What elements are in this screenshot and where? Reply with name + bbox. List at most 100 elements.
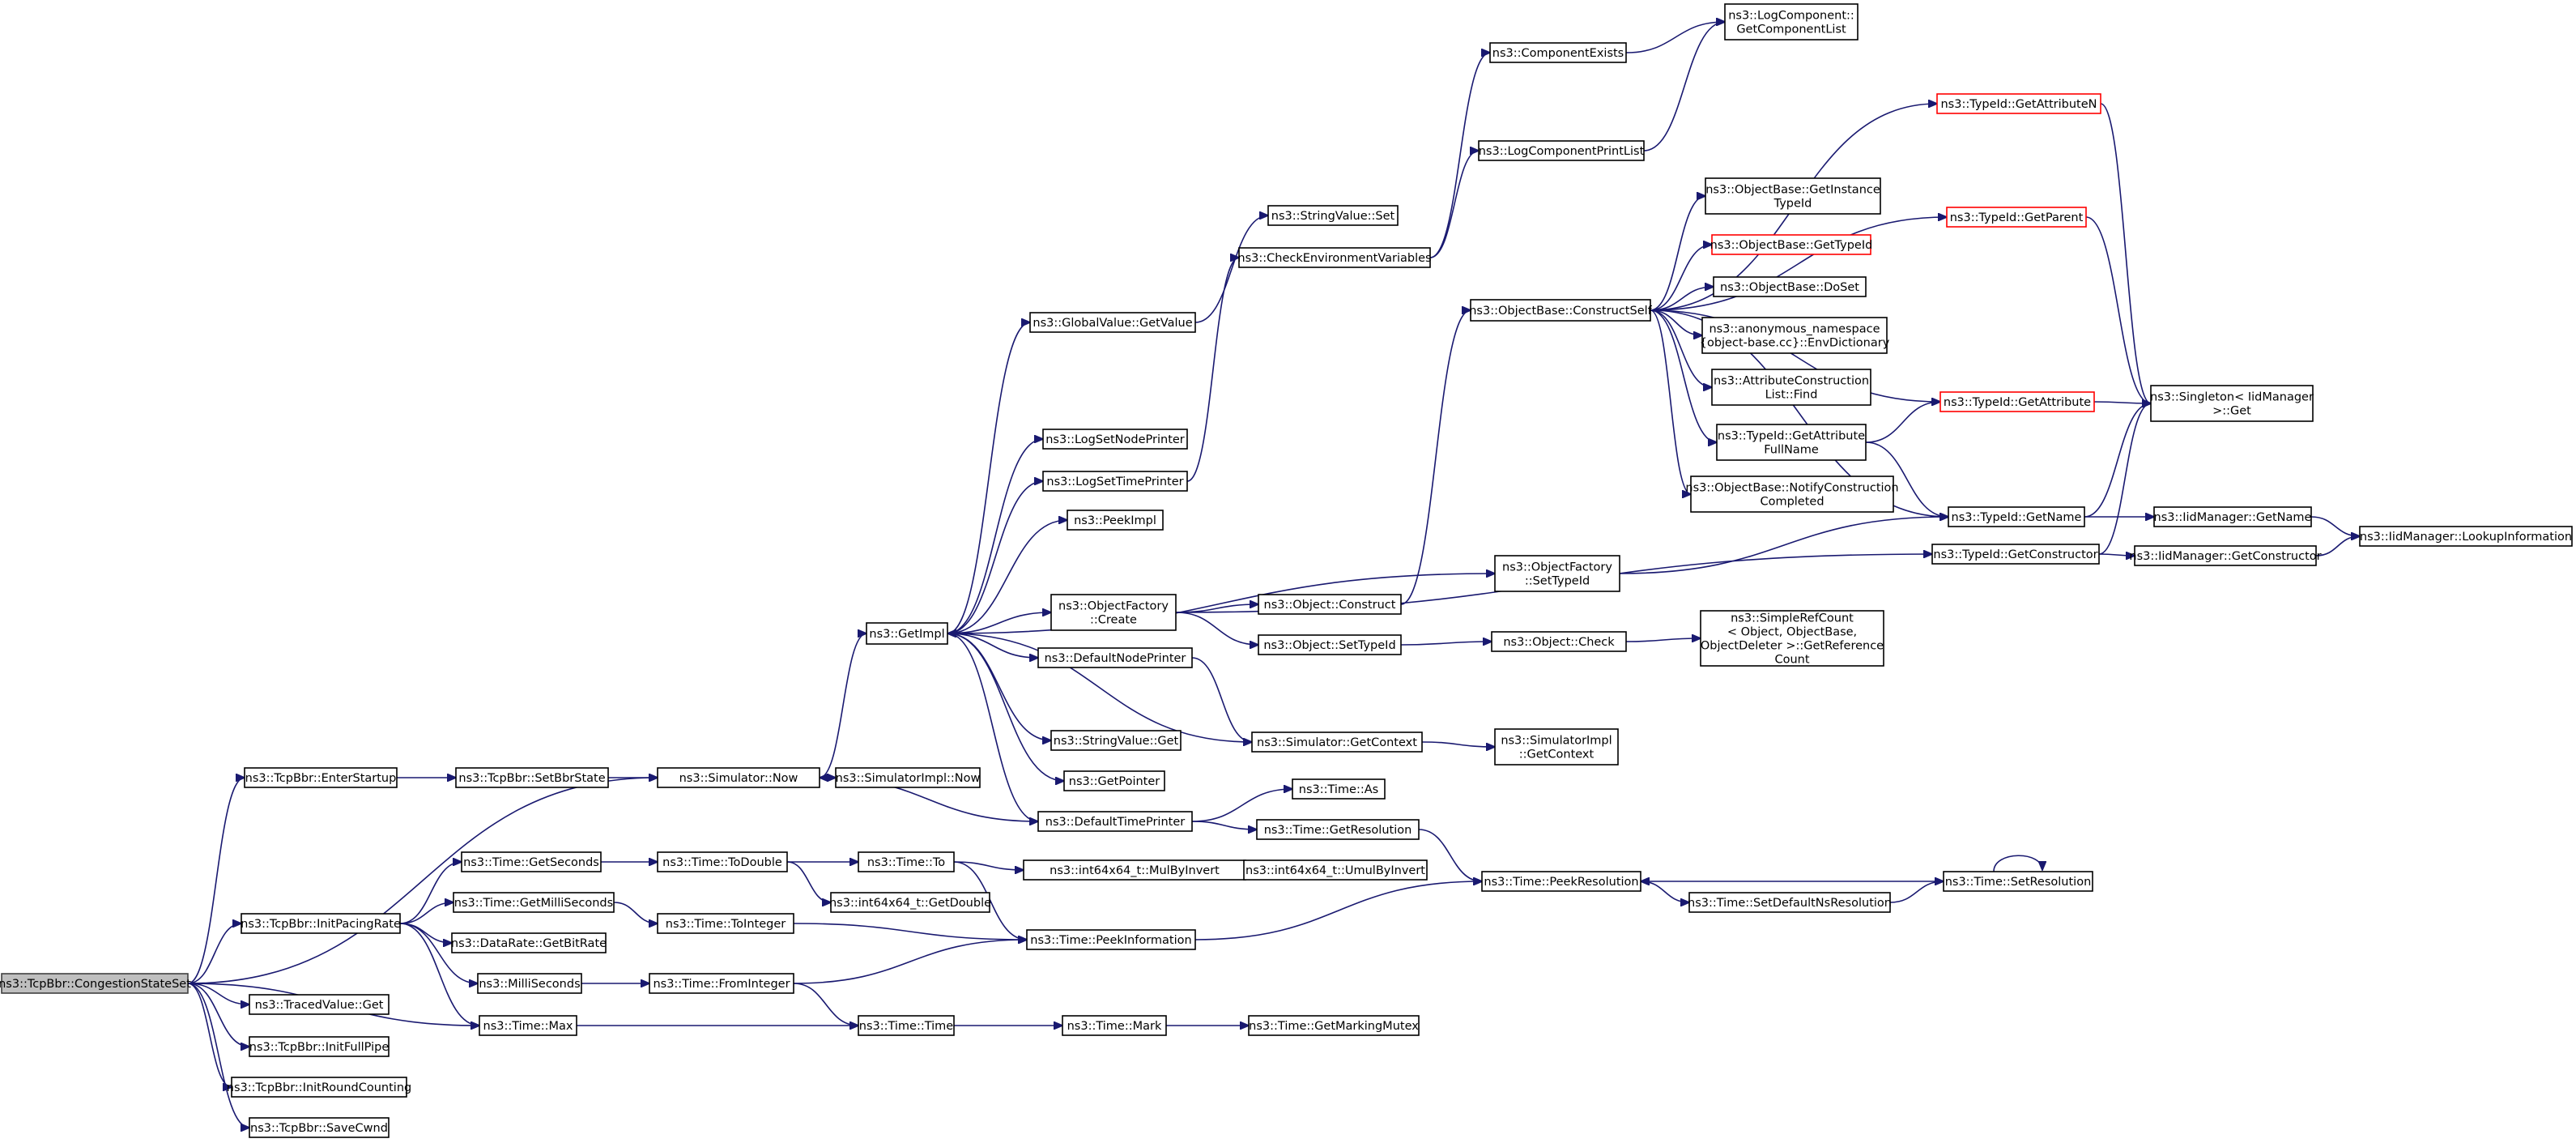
node-box xyxy=(1948,506,2085,527)
node-log-set-node-printer[interactable]: ns3::LogSetNodePrinter xyxy=(1042,429,1188,450)
node-get-pointer[interactable]: ns3::GetPointer xyxy=(1063,770,1165,791)
edge-time-set-default-ns-resolution-to-time-set-resolution xyxy=(1889,881,1944,903)
edge-log-component-print-list-to-log-component-get-list xyxy=(1643,22,1725,151)
node-mul-by-invert[interactable]: ns3::int64x64_t::MulByInvert xyxy=(1023,859,1246,881)
node-object-factory-set-type-id[interactable]: ns3::ObjectFactory::SetTypeId xyxy=(1494,555,1620,592)
node-label: ns3::SimpleRefCount xyxy=(1731,612,1854,625)
edge-time-peek-information-to-time-peek-resolution xyxy=(1194,881,1482,940)
node-iid-get-name[interactable]: ns3::IidManager::GetName xyxy=(2153,506,2312,527)
node-init-full-pipe[interactable]: ns3::TcpBbr::InitFullPipe xyxy=(249,1036,390,1057)
node-time-get-milli-seconds[interactable]: ns3::Time::GetMilliSeconds xyxy=(453,892,615,913)
node-component-exists[interactable]: ns3::ComponentExists xyxy=(1489,42,1627,63)
node-box xyxy=(1711,234,1871,255)
node-time-to[interactable]: ns3::Time::To xyxy=(858,851,955,872)
node-label: ns3::AttributeConstruction xyxy=(1714,375,1869,388)
node-enter-startup[interactable]: ns3::TcpBbr::EnterStartup xyxy=(244,767,398,788)
node-type-id-get-attribute-n[interactable]: ns3::TypeId::GetAttributeN xyxy=(1936,93,2101,114)
node-time-from-integer[interactable]: ns3::Time::FromInteger xyxy=(649,973,794,994)
node-sim-now[interactable]: ns3::Simulator::Now xyxy=(657,767,820,788)
node-singleton-get[interactable]: ns3::Singleton< IidManager>::Get xyxy=(2150,385,2314,422)
node-object-base-notify[interactable]: ns3::ObjectBase::NotifyConstructionCompl… xyxy=(1685,476,1899,513)
node-box xyxy=(453,892,615,913)
node-label: ns3::Object::Construct xyxy=(1264,599,1396,612)
node-type-id-get-attribute[interactable]: ns3::TypeId::GetAttribute xyxy=(1939,391,2095,412)
edge-object-base-construct-self-to-type-id-get-attribute xyxy=(1650,309,1940,402)
node-label: ns3::int64x64_t::GetDouble xyxy=(829,897,991,910)
node-label: ns3::Simulator::Now xyxy=(679,772,798,785)
node-object-factory-create[interactable]: ns3::ObjectFactory::Create xyxy=(1050,594,1177,631)
node-iid-get-constructor[interactable]: ns3::IidManager::GetConstructor xyxy=(2129,545,2322,566)
node-log-component-print-list[interactable]: ns3::LogComponentPrintList xyxy=(1478,140,1645,161)
node-init-pacing-rate[interactable]: ns3::TcpBbr::InitPacingRate xyxy=(241,913,401,934)
node-default-time-printer[interactable]: ns3::DefaultTimePrinter xyxy=(1037,811,1193,832)
node-milli-seconds[interactable]: ns3::MilliSeconds xyxy=(477,973,582,994)
node-default-node-printer[interactable]: ns3::DefaultNodePrinter xyxy=(1037,647,1193,668)
node-type-id-get-constructor[interactable]: ns3::TypeId::GetConstructor xyxy=(1931,544,2100,565)
node-sim-impl-get-context[interactable]: ns3::SimulatorImpl::GetContext xyxy=(1494,728,1619,766)
node-object-construct[interactable]: ns3::Object::Construct xyxy=(1258,594,1402,615)
node-time-to-integer[interactable]: ns3::Time::ToInteger xyxy=(657,913,794,934)
node-peek-impl[interactable]: ns3::PeekImpl xyxy=(1067,510,1164,531)
node-env-dictionary[interactable]: ns3::anonymous_namespace{object-base.cc}… xyxy=(1700,317,1890,354)
node-type-id-get-name[interactable]: ns3::TypeId::GetName xyxy=(1948,506,2085,527)
node-time-set-resolution[interactable]: ns3::Time::SetResolution xyxy=(1943,871,2093,892)
node-type-id-get-parent[interactable]: ns3::TypeId::GetParent xyxy=(1946,207,2087,228)
node-string-value-get[interactable]: ns3::StringValue::Get xyxy=(1050,730,1182,751)
node-init-round-counting[interactable]: ns3::TcpBbr::InitRoundCounting xyxy=(227,1077,411,1098)
node-string-value-set[interactable]: ns3::StringValue::Set xyxy=(1267,205,1399,226)
node-time-get-seconds[interactable]: ns3::Time::GetSeconds xyxy=(461,851,602,872)
node-simple-ref-count[interactable]: ns3::SimpleRefCount< Object, ObjectBase,… xyxy=(1700,610,1884,667)
node-box xyxy=(1267,205,1399,226)
node-time-set-default-ns-resolution[interactable]: ns3::Time::SetDefaultNsResolution xyxy=(1688,892,1892,913)
node-label: ns3::GetImpl xyxy=(869,628,944,641)
node-time-get-resolution[interactable]: ns3::Time::GetResolution xyxy=(1256,819,1420,840)
node-time-as[interactable]: ns3::Time::As xyxy=(1292,778,1386,800)
node-box xyxy=(858,851,955,872)
node-object-check[interactable]: ns3::Object::Check xyxy=(1491,631,1627,652)
node-box xyxy=(1258,634,1402,655)
node-time-get-marking-mutex[interactable]: ns3::Time::GetMarkingMutex xyxy=(1248,1015,1420,1036)
node-time-peek-resolution[interactable]: ns3::Time::PeekResolution xyxy=(1481,871,1641,892)
node-object-set-type-id[interactable]: ns3::Object::SetTypeId xyxy=(1258,634,1402,655)
node-sim-impl-now[interactable]: ns3::SimulatorImpl::Now xyxy=(835,767,981,788)
node-object-base-construct-self[interactable]: ns3::ObjectBase::ConstructSelf xyxy=(1469,299,1653,322)
node-set-bbr-state[interactable]: ns3::TcpBbr::SetBbrState xyxy=(455,767,609,788)
node-umul-by-invert[interactable]: ns3::int64x64_t::UmulByInvert xyxy=(1243,859,1428,881)
node-label: ns3::TypeId::GetConstructor xyxy=(1933,548,2097,561)
node-get-impl[interactable]: ns3::GetImpl xyxy=(866,622,948,645)
edge-time-to-to-time-peek-information xyxy=(953,861,1027,940)
node-check-env[interactable]: ns3::CheckEnvironmentVariables xyxy=(1237,247,1432,268)
node-time-time[interactable]: ns3::Time::Time xyxy=(858,1015,955,1036)
node-time-mark[interactable]: ns3::Time::Mark xyxy=(1062,1015,1167,1036)
edge-default-node-printer-to-sim-get-context xyxy=(1191,657,1252,742)
node-get-double[interactable]: ns3::int64x64_t::GetDouble xyxy=(829,892,991,913)
node-label: ns3::int64x64_t::MulByInvert xyxy=(1050,864,1220,877)
node-save-cwnd[interactable]: ns3::TcpBbr::SaveCwnd xyxy=(249,1117,390,1138)
node-iid-lookup[interactable]: ns3::IidManager::LookupInformation xyxy=(2359,526,2573,547)
edge-sim-get-context-to-get-impl xyxy=(947,633,1253,743)
node-time-peek-information[interactable]: ns3::Time::PeekInformation xyxy=(1026,929,1196,950)
node-label: ObjectDeleter >::GetReference xyxy=(1701,640,1884,653)
node-object-base-do-set[interactable]: ns3::ObjectBase::DoSet xyxy=(1713,276,1867,297)
node-label: ns3::Time::ToInteger xyxy=(666,918,786,931)
node-label: ::SetTypeId xyxy=(1525,575,1590,588)
edge-time-from-integer-to-time-time xyxy=(793,983,858,1026)
node-time-max[interactable]: ns3::Time::Max xyxy=(479,1015,577,1036)
node-label: ns3::TypeId::GetAttributeN xyxy=(1940,98,2097,111)
node-label: ns3::Time::GetMilliSeconds xyxy=(454,897,613,910)
node-traced-value-get[interactable]: ns3::TracedValue::Get xyxy=(249,994,390,1015)
node-sim-get-context[interactable]: ns3::Simulator::GetContext xyxy=(1251,731,1423,753)
node-log-set-time-printer[interactable]: ns3::LogSetTimePrinter xyxy=(1042,471,1188,492)
node-root[interactable]: ns3::TcpBbr::CongestionStateSet xyxy=(0,973,191,994)
edge-iid-get-constructor-to-iid-lookup xyxy=(2315,536,2360,557)
node-global-value-get-value[interactable]: ns3::GlobalValue::GetValue xyxy=(1029,312,1196,333)
node-data-rate-get-bit-rate[interactable]: ns3::DataRate::GetBitRate xyxy=(451,932,607,953)
node-log-component-get-list[interactable]: ns3::LogComponent::GetComponentList xyxy=(1724,3,1859,41)
node-box xyxy=(1481,871,1641,892)
node-object-base-get-type-id[interactable]: ns3::ObjectBase::GetTypeId xyxy=(1710,234,1873,255)
node-time-to-double[interactable]: ns3::Time::ToDouble xyxy=(657,851,788,872)
node-label: ns3::Time::SetResolution xyxy=(1945,876,2092,889)
